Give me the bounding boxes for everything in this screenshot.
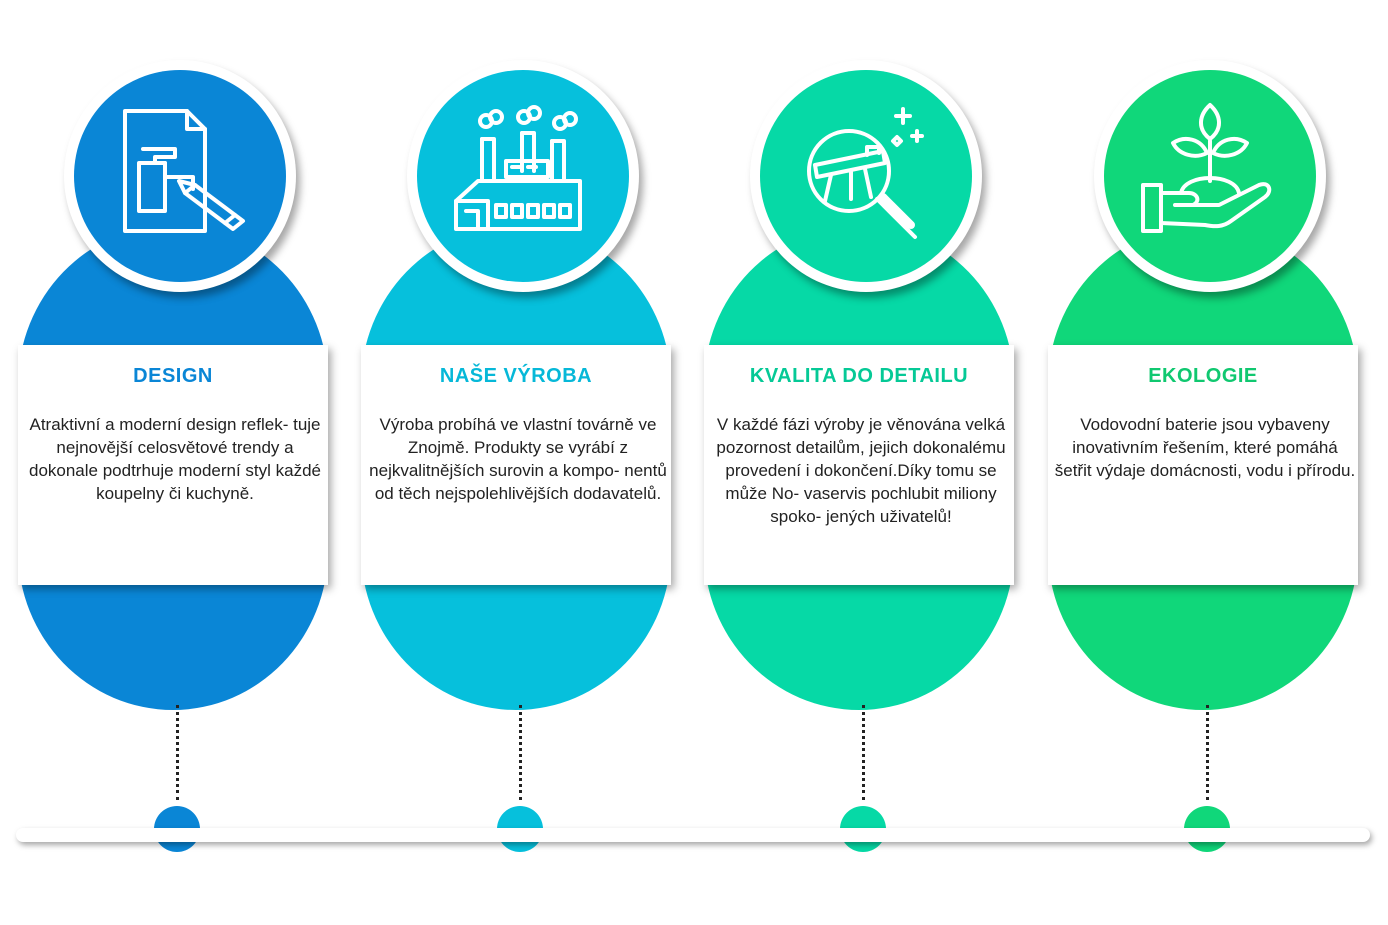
step-quality: KVALITA DO DETAILU V každé fázi výroby j…	[686, 0, 1031, 925]
step-description: Atraktivní a moderní design reflek- tuje…	[28, 415, 321, 503]
icon-badge	[750, 60, 982, 292]
icon-circle	[1104, 70, 1316, 282]
step-ecology: EKOLOGIE Vodovodní baterie jsou vybaveny…	[1030, 0, 1375, 925]
magnifier-faucet-icon	[807, 107, 924, 239]
icon-badge	[64, 60, 296, 292]
timeline-bar	[16, 828, 1370, 842]
step-design: DESIGN Atraktivní a moderní design refle…	[0, 0, 345, 925]
dotted-connector	[862, 705, 865, 800]
step-production: NAŠE VÝROBA Výroba probíhá ve vlastní to…	[343, 0, 688, 925]
step-description: Výroba probíhá ve vlastní továrně ve Zno…	[369, 415, 667, 503]
icon-badge	[407, 60, 639, 292]
dotted-connector	[519, 705, 522, 800]
dotted-connector	[1206, 705, 1209, 800]
dotted-connector	[176, 705, 179, 800]
step-title: DESIGN	[133, 365, 213, 387]
faucet-design-document-icon	[123, 109, 245, 233]
step-title: EKOLOGIE	[1148, 365, 1258, 387]
hand-plant-icon	[1141, 103, 1272, 233]
icon-circle	[417, 70, 629, 282]
step-title: NAŠE VÝROBA	[439, 365, 593, 387]
step-card: DESIGN Atraktivní a moderní design refle…	[18, 345, 328, 585]
factory-icon	[454, 105, 582, 231]
step-title: KVALITA DO DETAILU	[749, 365, 969, 387]
step-card: NAŠE VÝROBA Výroba probíhá ve vlastní to…	[361, 345, 671, 585]
icon-circle	[74, 70, 286, 282]
step-description: Vodovodní baterie jsou vybaveny inovativ…	[1054, 415, 1356, 480]
step-card: KVALITA DO DETAILU V každé fázi výroby j…	[704, 345, 1014, 585]
step-card: EKOLOGIE Vodovodní baterie jsou vybaveny…	[1048, 345, 1358, 585]
step-description: V každé fázi výroby je věnována velká po…	[716, 415, 1006, 526]
icon-badge	[1094, 60, 1326, 292]
icon-circle	[760, 70, 972, 282]
